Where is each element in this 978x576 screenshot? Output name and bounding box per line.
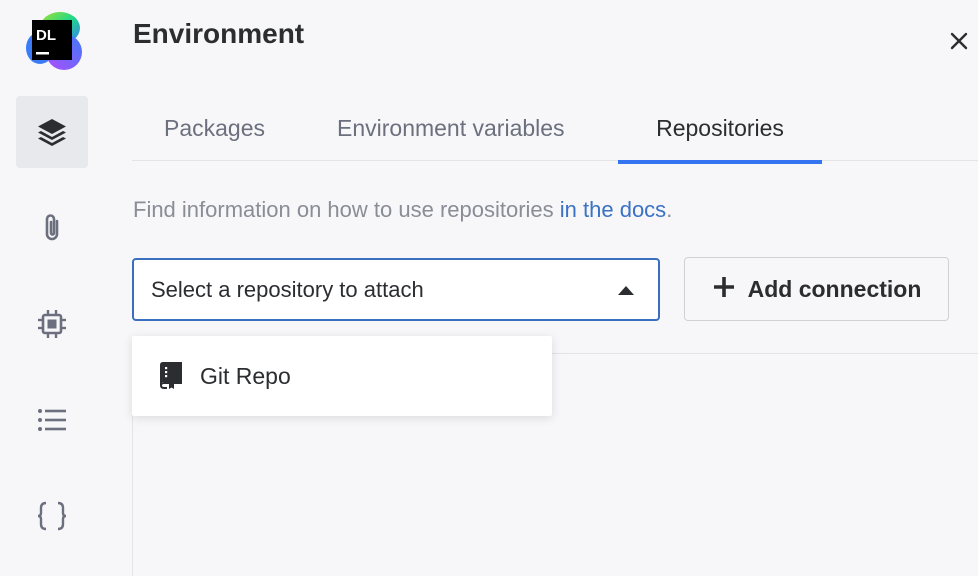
sidebar-item-hardware[interactable] [16,288,88,360]
add-connection-label: Add connection [747,275,922,302]
repository-dropdown: Git Repo [132,336,552,416]
paperclip-icon [45,214,59,241]
info-text: Find information on how to use repositor… [133,197,672,223]
dropdown-option-git-repo[interactable]: Git Repo [132,336,552,416]
docs-link[interactable]: in the docs [559,197,667,222]
plus-icon [712,271,736,305]
tab-repositories[interactable]: Repositories [618,100,822,164]
chip-icon [38,310,66,338]
page-title: Environment [133,18,305,49]
repository-select[interactable]: Select a repository to attach [132,258,660,321]
layers-icon [38,119,66,146]
info-text-suffix: . [666,197,673,222]
repositories-list-area [132,353,978,576]
close-icon [950,32,968,50]
svg-text:DL: DL [36,27,56,44]
sidebar-item-layers[interactable] [16,96,88,168]
sidebar-item-json[interactable] [16,480,88,552]
list-icon [38,409,66,431]
git-repo-icon [159,362,182,389]
sidebar: DL [0,0,104,576]
braces-icon [37,501,67,531]
close-button[interactable] [944,26,974,56]
tab-environment-variables[interactable]: Environment variables [337,115,565,141]
add-connection-button[interactable]: Add connection [684,257,949,321]
tab-bar: Packages Environment variables Repositor… [132,100,978,164]
sidebar-item-attachments[interactable] [16,192,88,264]
sidebar-item-list[interactable] [16,384,88,456]
info-text-body: Find information on how to use repositor… [133,197,560,222]
dropdown-option-label: Git Repo [200,362,291,389]
dl-logo-icon: DL [26,12,82,70]
tab-packages[interactable]: Packages [164,115,266,141]
app-logo[interactable]: DL [20,8,84,72]
caret-up-icon [618,286,634,295]
repository-select-placeholder: Select a repository to attach [151,276,424,302]
